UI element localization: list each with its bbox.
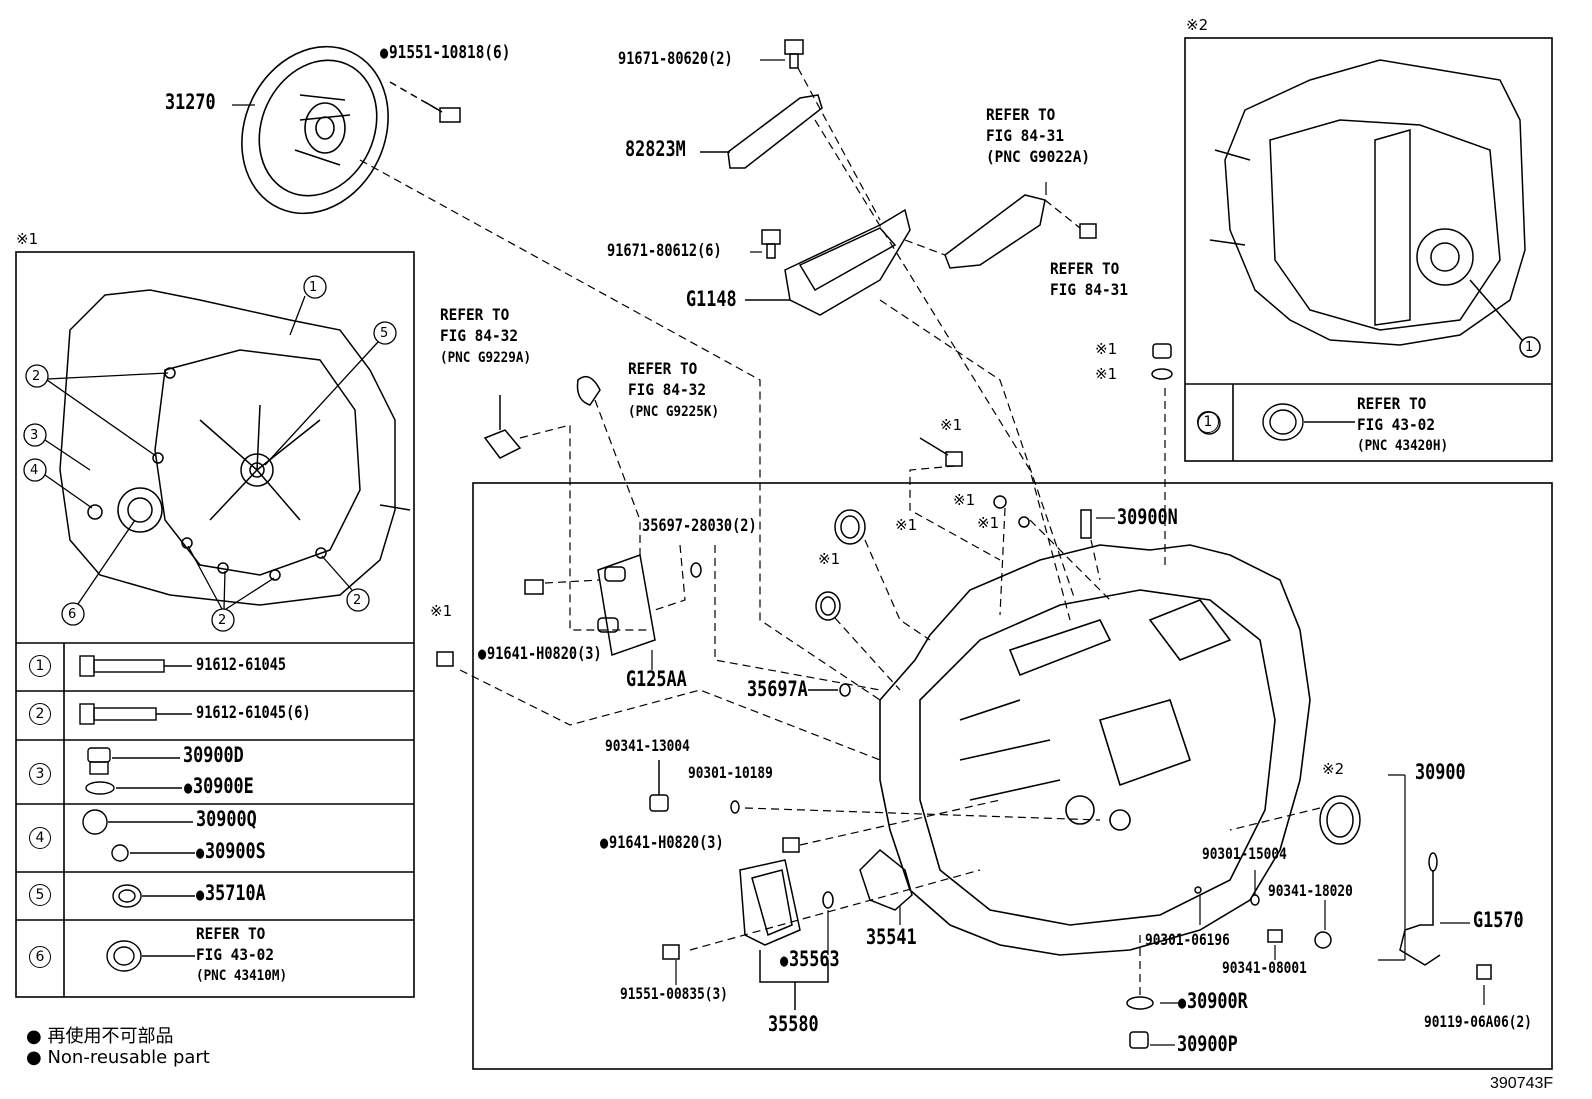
legend-bullet-icon: ●: [26, 1026, 42, 1047]
callout-1: 1: [309, 280, 318, 295]
housing-inset1-illustration: [59, 289, 411, 606]
refer-84-32a-line1: REFER TO: [440, 305, 510, 324]
inset2-row-num: 1: [1197, 411, 1219, 433]
inset1-row6-ref2: FIG 43-02: [196, 945, 275, 964]
part-91671-80612-label: 91671-80612(6): [607, 241, 722, 261]
part-35697-28030-label: 35697-28030(2): [642, 516, 757, 536]
transaxle-housing-illustration: [879, 544, 1311, 956]
refer-84-32a-line2: FIG 84-32: [440, 326, 519, 345]
inset2-ref1: REFER TO: [1357, 394, 1427, 413]
callout-2b: 2: [218, 613, 227, 628]
note1-mark-seal-b: ※1: [818, 550, 841, 568]
note1-mark-washer-b: ※1: [977, 514, 1000, 532]
inset2-ref2: FIG 43-02: [1357, 415, 1436, 434]
callout-5: 5: [380, 326, 389, 341]
part-90301-06196-label: 90301-06196: [1145, 930, 1230, 949]
part-G1570-label: G1570: [1473, 908, 1524, 932]
inset2-frame: [1184, 37, 1553, 462]
refer-84-31a-line3: (PNC G9022A): [986, 147, 1091, 166]
callout-2c: 2: [353, 593, 362, 608]
part-91641-H0820-b-label: 91641-H0820(3): [600, 834, 724, 852]
inset1-row5-part: 35710A: [196, 883, 266, 904]
part-G1148-label: G1148: [686, 287, 737, 311]
housing-inset2-illustration: [1209, 59, 1541, 358]
inset1-row2-part: 91612-61045(6): [196, 703, 311, 723]
refer-84-31a-line2: FIG 84-31: [986, 126, 1065, 145]
refer-84-31a-line1: REFER TO: [986, 105, 1056, 124]
callout-1-inset2: 1: [1525, 340, 1534, 355]
refer-84-32b-line3: (PNC G9225K): [628, 404, 720, 420]
part-30900-label: 30900: [1415, 760, 1466, 784]
refer-84-32b-line1: REFER TO: [628, 359, 698, 378]
note2-mark-seal: ※2: [1322, 760, 1345, 778]
part-90119-06A06-label: 90119-06A06(2): [1424, 1012, 1532, 1031]
part-90341-08001-label: 90341-08001: [1222, 958, 1307, 977]
part-90301-10189-label: 90301-10189: [688, 763, 773, 782]
inset2-ref3: (PNC 43420H): [1357, 438, 1449, 454]
inset1-row4-num: 4: [29, 827, 51, 849]
inset1-row2-num: 2: [29, 703, 51, 725]
callout-3: 3: [30, 428, 39, 443]
note1-mark-inset: ※1: [16, 230, 39, 248]
part-35697A-label: 35697A: [747, 677, 808, 701]
inset1-row5-num: 5: [29, 884, 51, 906]
legend-en: ● Non-reusable part: [26, 1047, 210, 1068]
note1-mark-plug: ※1: [1095, 340, 1118, 358]
callout-2a: 2: [32, 369, 41, 384]
part-90301-15004-label: 90301-15004: [1202, 844, 1287, 863]
inset1-row1-part: 91612-61045: [196, 655, 287, 675]
part-82823M-label: 82823M: [625, 137, 686, 161]
illustration-code: 390743F: [1490, 1075, 1554, 1092]
part-91641-H0820-a-label: 91641-H0820(3): [478, 645, 602, 663]
note1-mark-washer: ※1: [1095, 365, 1118, 383]
inset1-row1-num: 1: [29, 655, 51, 677]
part-91551-00835-label: 91551-00835(3): [620, 984, 728, 1003]
callout-6: 6: [68, 607, 77, 622]
callout-4: 4: [30, 463, 39, 478]
inset1-row6-num: 6: [29, 946, 51, 968]
part-30900P-label: 30900P: [1177, 1032, 1238, 1056]
note1-mark-left-bolt: ※1: [430, 602, 453, 620]
inset1-row6-ref1: REFER TO: [196, 924, 266, 943]
inset1-row3-part-b: 30900E: [184, 776, 254, 797]
part-35580-label: 35580: [768, 1012, 819, 1036]
refer-84-32a-line3: (PNC G9229A): [440, 350, 532, 366]
inset1-row4-part-b: 30900S: [196, 841, 266, 862]
part-91671-80620-label: 91671-80620(2): [618, 49, 733, 69]
legend-bullet-icon: ●: [26, 1047, 42, 1068]
note2-mark-inset: ※2: [1186, 16, 1209, 34]
part-35563-label: 35563: [780, 949, 840, 970]
refer-84-31b-line1: REFER TO: [1050, 259, 1120, 278]
part-30900R-label: 30900R: [1178, 991, 1248, 1012]
note1-mark-bolt: ※1: [940, 416, 963, 434]
note1-mark-seal-a: ※1: [895, 516, 918, 534]
inset1-row3-part-a: 30900D: [183, 743, 244, 767]
main-frame: [472, 482, 1553, 1070]
inset1-row3-num: 3: [29, 763, 51, 785]
note1-mark-plug-b: ※1: [953, 491, 976, 509]
part-31270-label: 31270: [165, 90, 216, 114]
part-30900N-label: 30900N: [1117, 505, 1178, 529]
legend-jp: ● 再使用不可部品: [26, 1026, 174, 1047]
part-90341-13004-label: 90341-13004: [605, 736, 690, 755]
inset1-row4-part-a: 30900Q: [196, 807, 257, 831]
part-90341-18020-label: 90341-18020: [1268, 881, 1353, 900]
refer-84-31b-line2: FIG 84-31: [1050, 280, 1129, 299]
clutch-cover-illustration: [241, 45, 389, 215]
inset1-frame: [15, 251, 415, 998]
part-91551-10818-label: 91551-10818(6): [380, 44, 510, 62]
inset1-row6-ref3: (PNC 43410M): [196, 968, 288, 984]
refer-84-32b-line2: FIG 84-32: [628, 380, 707, 399]
part-G125AA-label: G125AA: [626, 667, 687, 691]
part-35541-label: 35541: [866, 925, 917, 949]
